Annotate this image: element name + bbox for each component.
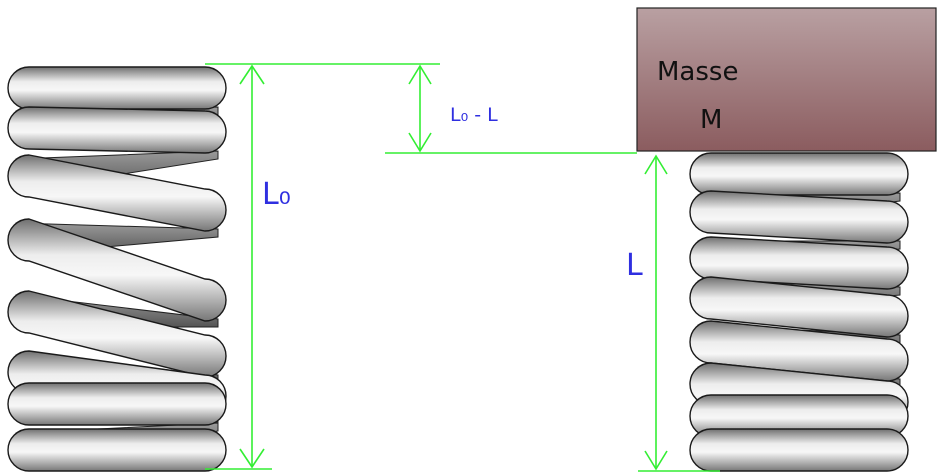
unloaded-spring: [7, 66, 227, 472]
mass-block: Masse M: [636, 7, 937, 152]
left-spring-coil: [7, 154, 227, 232]
left-spring-coil: [7, 106, 227, 154]
dimension-lines: [205, 63, 720, 472]
right-spring-coil: [689, 276, 909, 338]
free-length-label: L₀: [262, 177, 291, 212]
loaded-spring: [689, 152, 909, 472]
compression-label: L₀ - L: [450, 104, 498, 126]
right-spring-coil: [689, 152, 909, 196]
loaded-length-label: L: [626, 248, 643, 283]
right-spring-coil: [689, 190, 909, 244]
left-spring-coil: [7, 428, 227, 472]
left-spring-coil: [7, 218, 227, 322]
left-spring-coil: [7, 382, 227, 426]
right-spring-coil: [689, 236, 909, 290]
left-spring-coil: [7, 66, 227, 110]
right-spring-coil: [689, 428, 909, 472]
mass-label-line1: Masse: [657, 57, 738, 87]
mass-label-line2: M: [700, 105, 722, 135]
